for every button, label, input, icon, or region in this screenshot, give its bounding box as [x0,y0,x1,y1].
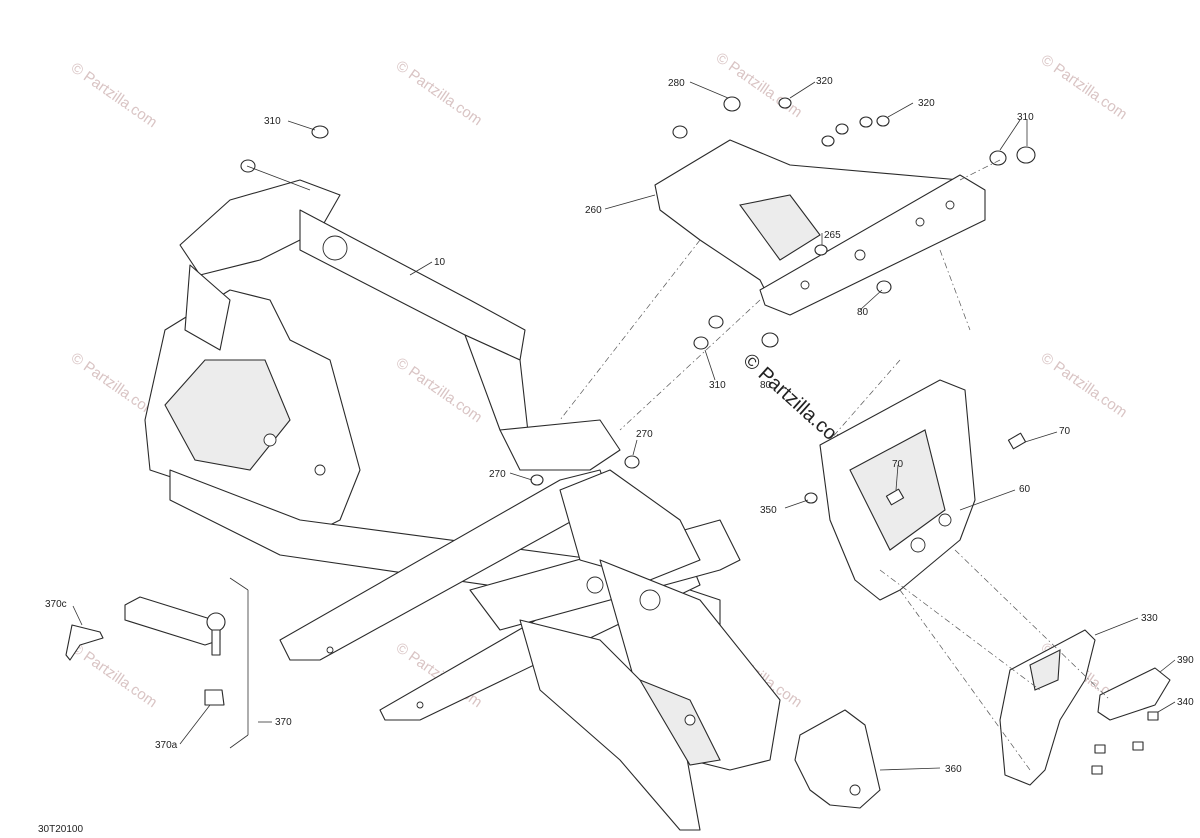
watermark: © Partzilla.com [68,59,161,131]
diagram-reference-code: 30T20100 [38,824,83,835]
skid-plate [999,629,1096,786]
frame-bushing-hole [322,235,348,261]
watermark: © Partzilla.com [1038,349,1131,421]
callout-310: 310 [264,116,281,127]
callout-320: 320 [918,98,935,109]
callout-260: 260 [585,205,602,216]
watermark: © Partzilla.com [68,639,161,711]
watermark: © Partzilla.com [393,57,486,129]
callout-330: 330 [1141,613,1158,624]
callout-60: 60 [1019,484,1031,495]
callout-70: 70 [1059,426,1071,437]
watermark: © Partzilla.com [1038,51,1131,123]
callout-10: 10 [434,257,446,268]
callout-70: 70 [892,459,904,470]
leaders [72,81,1176,771]
callout-390: 390 [1177,655,1194,666]
callout-360: 360 [945,764,962,775]
callout-350: 350 [760,505,777,516]
callout-340: 340 [1177,697,1194,708]
cross-member [654,139,986,316]
callout-270: 270 [636,429,653,440]
gasket-plate [1097,667,1171,721]
callout-310: 310 [709,380,726,391]
watermark: © Partzilla.com [68,349,161,421]
callout-280: 280 [668,78,685,89]
callout-370a: 370a [155,740,178,751]
main-frame [144,179,781,831]
callout-370c: 370c [45,599,67,610]
callout-80: 80 [857,307,869,318]
hitch-bracket [794,709,881,809]
callout-80: 80 [760,380,772,391]
assembly-lines [559,159,1111,771]
callout-320: 320 [816,76,833,87]
callout-310: 310 [1017,112,1034,123]
callout-370: 370 [275,717,292,728]
fasteners [240,96,1159,775]
callout-265: 265 [824,230,841,241]
hitch-receiver [65,577,249,749]
callout-labels: 310 10 260 280 320 320 310 265 80 310 80… [45,76,1194,775]
watermark: © Partzilla.com [393,354,486,426]
watermark: © Partzilla.com [713,49,806,121]
callout-270: 270 [489,469,506,480]
